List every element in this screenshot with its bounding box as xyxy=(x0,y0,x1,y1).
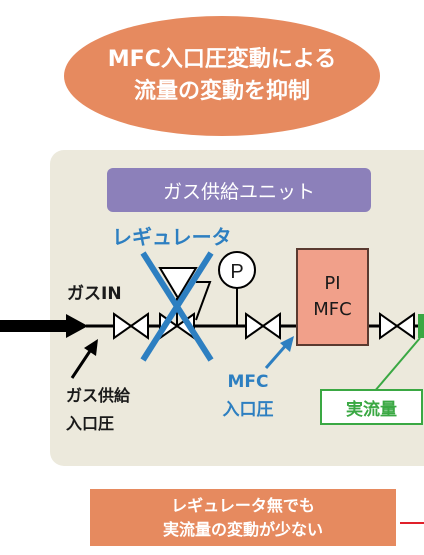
gauge-label: P xyxy=(230,261,243,283)
valve-1-icon xyxy=(113,312,149,340)
actual-flow-box: 実流量 xyxy=(320,389,423,425)
mfc-inlet-line2: 入口圧 xyxy=(222,400,274,420)
mfc-line1: PI xyxy=(324,273,341,294)
mfc-inlet-pressure-label: MFC 入口圧 xyxy=(216,368,280,424)
gas-supply-line1: ガス供給 xyxy=(66,386,131,405)
gas-supply-pressure-label: ガス供給 入口圧 xyxy=(66,382,130,438)
regulator-label: レギュレータ xyxy=(112,225,232,249)
header-line1: MFC入口圧変動による xyxy=(107,47,337,72)
mfc-line2: MFC xyxy=(313,299,352,320)
gas-in-label: ガスIN xyxy=(67,284,122,304)
footer-box: レギュレータ無でも 実流量の変動が少ない xyxy=(90,489,396,546)
flow-sensor-mark xyxy=(418,314,424,338)
footer-line2: 実流量の変動が少ない xyxy=(162,519,323,539)
header-line2: 流量の変動を抑制 xyxy=(133,79,310,104)
cross-out-icon xyxy=(140,251,214,362)
actual-flow-leader xyxy=(373,337,421,393)
inlet-arrow-icon xyxy=(66,314,88,338)
gas-supply-arrow-icon xyxy=(84,339,98,356)
header-oval: MFC入口圧変動による 流量の変動を抑制 xyxy=(64,16,380,136)
gauge-circle xyxy=(218,251,256,289)
valve-2-icon xyxy=(245,312,281,340)
mfc-inlet-line1: MFC xyxy=(227,372,269,392)
pi-mfc-box: PI MFC xyxy=(296,248,369,346)
inlet-pipe xyxy=(0,320,70,332)
mfc-inlet-arrow-icon xyxy=(280,336,294,352)
unit-title: ガス供給ユニット xyxy=(107,168,371,212)
gas-supply-line2: 入口圧 xyxy=(66,414,115,433)
gas-supply-arrow-line xyxy=(70,347,94,379)
mfc-inlet-arrow-line xyxy=(264,343,289,369)
footer-line1: レギュレータ無でも xyxy=(171,495,315,515)
valve-3-icon xyxy=(379,312,415,340)
